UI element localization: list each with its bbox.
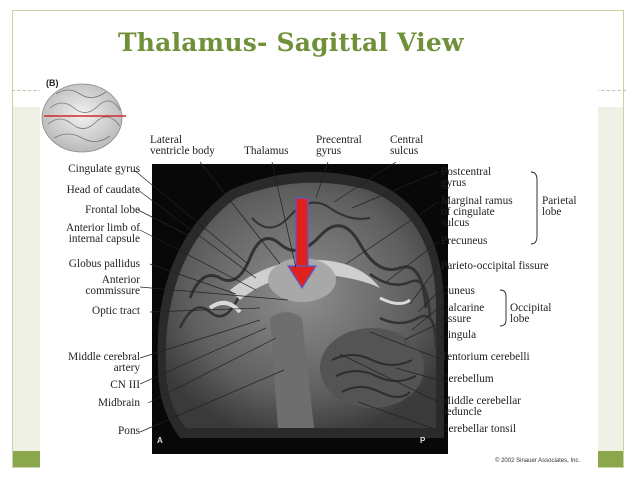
right-divider	[596, 90, 626, 91]
label-anterior-limb-2: internal capsule	[68, 233, 140, 245]
label-pons: Pons	[118, 425, 140, 437]
brain-figure: (B) Cingulate gyrus Head of caudate Fron…	[40, 68, 598, 472]
label-anterior-commissure-2: commissure	[85, 285, 140, 297]
left-side-band	[13, 107, 43, 463]
label-lingula: Lingula	[441, 329, 477, 341]
label-optic-tract: Optic tract	[92, 305, 140, 317]
label-central-1: Central	[390, 134, 424, 146]
left-leader-lines	[133, 169, 289, 433]
label-parietal-lobe-1: Parietal	[542, 195, 577, 207]
mri-brain	[157, 172, 445, 438]
occipital-bracket	[499, 289, 507, 327]
right-leader-lines	[339, 171, 439, 431]
label-globus-pallidus: Globus pallidus	[68, 258, 140, 270]
right-side-band	[593, 107, 623, 463]
mri-anterior-letter: A	[157, 436, 163, 445]
label-tonsil: Cerebellar tonsil	[441, 423, 516, 435]
label-parieto-occipital: Parieto-occipital fissure	[441, 260, 549, 272]
label-precuneus: Precuneus	[441, 235, 488, 247]
label-central-2: sulcus	[390, 145, 419, 157]
slide-title: Thalamus- Sagittal View	[118, 28, 464, 57]
top-leader-lines	[199, 161, 397, 269]
label-tentorium: Tentorium cerebelli	[441, 351, 530, 363]
label-anterior-limb-1: Anterior limb of	[65, 222, 140, 234]
label-lateral-1: Lateral	[150, 134, 182, 146]
label-middle-cerebral-2: artery	[113, 362, 140, 374]
panel-label: (B)	[46, 78, 59, 88]
label-anterior-commissure-1: Anterior	[101, 274, 140, 286]
label-cingulate-gyrus: Cingulate gyrus	[68, 163, 140, 175]
label-marginal-3: sulcus	[441, 217, 470, 229]
thalamus-arrow	[286, 197, 318, 290]
label-cn-iii: CN III	[110, 379, 140, 391]
label-cuneus: Cuneus	[441, 285, 475, 297]
label-postcentral-2: gyrus	[441, 177, 467, 189]
orientation-thumbnail	[41, 83, 126, 153]
label-calcarine-1: Calcarine	[441, 302, 485, 314]
label-lateral-2: ventricle body	[150, 145, 215, 157]
label-parietal-lobe-2: lobe	[542, 206, 562, 218]
brain-illustration	[41, 83, 538, 454]
left-divider	[12, 90, 42, 91]
label-midbrain: Midbrain	[97, 397, 140, 409]
label-precentral-1: Precentral	[316, 134, 362, 146]
label-calcarine-2: fissure	[441, 313, 472, 325]
label-head-of-caudate: Head of caudate	[66, 184, 140, 196]
label-mcp-1: Middle cerebellar	[441, 395, 521, 407]
label-occipital-lobe-1: Occipital	[510, 302, 552, 314]
label-cerebellum: Cerebellum	[441, 373, 494, 385]
label-frontal-lobe: Frontal lobe	[85, 204, 140, 216]
parietal-bracket	[530, 171, 538, 245]
label-postcentral-1: Postcentral	[441, 166, 492, 178]
label-marginal-2: of cingulate	[441, 206, 495, 218]
label-thalamus: Thalamus	[244, 145, 289, 157]
label-precentral-2: gyrus	[316, 145, 342, 157]
copyright-notice: © 2002 Sinauer Associates, Inc.	[495, 458, 581, 464]
label-middle-cerebral-1: Middle cerebral	[68, 351, 140, 363]
mri-posterior-letter: P	[420, 436, 426, 445]
label-occipital-lobe-2: lobe	[510, 313, 530, 325]
label-mcp-2: peduncle	[441, 406, 482, 418]
label-marginal-1: Marginal ramus	[441, 195, 513, 207]
